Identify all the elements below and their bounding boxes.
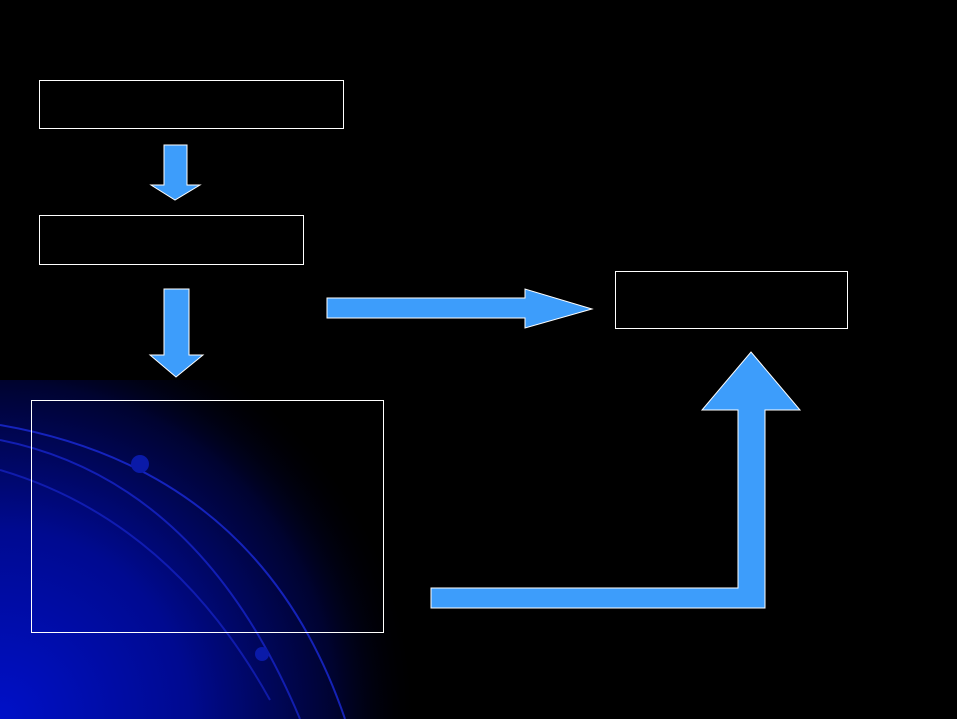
decor-arc-1 (0, 424, 346, 719)
decor-arc-2 (0, 439, 301, 719)
flow-box-right (615, 271, 848, 329)
corner-glow (0, 380, 420, 719)
arrow-down-top-to-middle (149, 144, 202, 201)
flow-box-middle (39, 215, 304, 265)
flow-box-bottom (31, 400, 384, 633)
decor-arc-3 (0, 469, 271, 701)
arrow-elbow-bottom-to-right (430, 351, 802, 609)
arrow-down-middle-to-bottom (148, 288, 205, 378)
flow-box-top (39, 80, 344, 129)
decor-dot-large (131, 455, 149, 473)
arrow-right-middle-to-right (326, 288, 594, 329)
decor-dot-small (255, 647, 269, 661)
